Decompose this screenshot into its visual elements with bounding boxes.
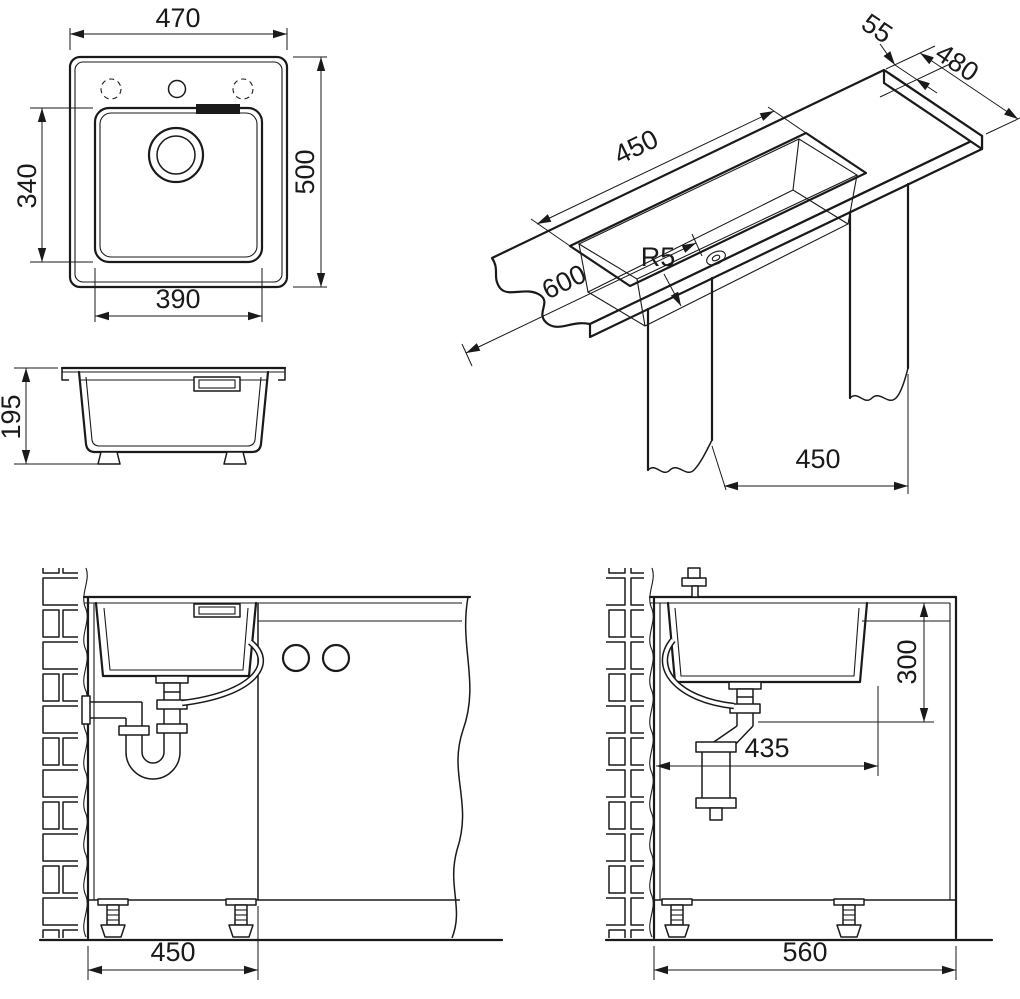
- dim-340-label: 340: [12, 163, 42, 208]
- drain: [147, 126, 205, 184]
- drain-plumbing-side: [661, 637, 762, 821]
- dim-iso-450-bowl-label: 450: [609, 124, 663, 171]
- dim-front-450-label: 450: [150, 937, 195, 967]
- sink-plan-outline: [68, 55, 289, 289]
- dim-side-560-label: 560: [782, 937, 827, 967]
- dim-390: 390: [94, 268, 263, 322]
- dim-iso-450-cabinet: 450: [711, 374, 909, 494]
- installation-side-view: 300 435 560: [604, 567, 994, 980]
- adjustable-feet-side: [661, 898, 865, 938]
- dim-iso-480-label: 480: [930, 38, 984, 88]
- overflow-section: [193, 376, 241, 392]
- dim-470: 470: [69, 3, 288, 50]
- top-view: 470 500 340 390: [12, 3, 327, 322]
- dim-500-label: 500: [290, 149, 320, 194]
- dim-390-label: 390: [155, 284, 200, 314]
- section-view: 195: [0, 366, 287, 465]
- cabinet-side: [648, 595, 958, 940]
- dim-side-300-label: 300: [892, 639, 922, 684]
- dim-195-label: 195: [0, 394, 26, 439]
- brick-wall-side: [606, 567, 654, 938]
- dim-iso-55-label: 55: [856, 8, 898, 50]
- drain-plumbing-front: [81, 639, 264, 780]
- dim-front-450: 450: [87, 906, 259, 980]
- faucet-holes: [100, 78, 254, 100]
- dim-iso-r5-label: R5: [641, 242, 676, 272]
- sink-section-outline: [60, 366, 287, 465]
- dim-side-435: 435: [656, 686, 879, 776]
- dim-195: 195: [0, 367, 98, 465]
- cabinet-front: [82, 595, 472, 940]
- brick-wall: [40, 567, 88, 938]
- dim-side-300: 300: [758, 603, 934, 723]
- installation-front-view: 450: [38, 567, 504, 980]
- adjustable-feet-front: [97, 898, 257, 938]
- overflow-slot: [196, 104, 240, 114]
- sink-section-front: [94, 601, 258, 678]
- dim-iso-450-cabinet-label: 450: [795, 444, 840, 474]
- isometric-view: 450 600 55 480 R5 450: [461, 8, 1020, 494]
- dim-side-560: 560: [653, 937, 957, 980]
- dim-iso-r5: R5: [641, 242, 682, 307]
- dim-470-label: 470: [155, 3, 200, 33]
- dim-500: 500: [290, 56, 327, 288]
- dim-340: 340: [12, 107, 93, 263]
- sink-section-side: [666, 567, 869, 684]
- dim-side-435-label: 435: [744, 733, 789, 763]
- bowl-plan-outline: [93, 106, 264, 264]
